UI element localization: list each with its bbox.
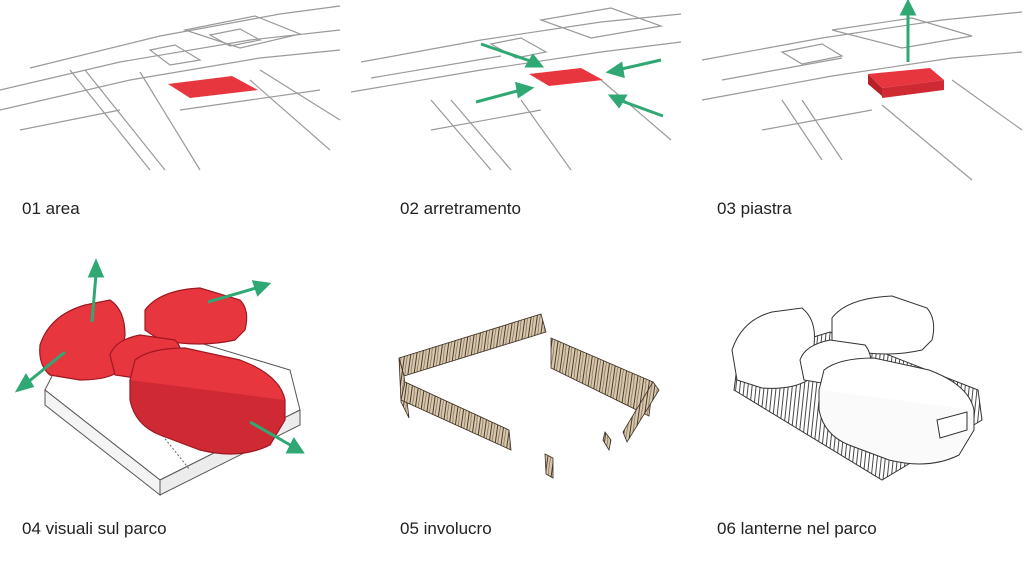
caption-visuali: 04 visuali sul parco [22,519,167,538]
slab-red [868,68,944,98]
site-area-red [168,76,258,98]
volumes-views [14,258,305,497]
caption-area: 01 area [22,199,80,218]
building-outline [731,295,983,481]
caption-piastra: 03 piastra [717,199,792,218]
site-setback-red [529,68,603,86]
red-volumes [39,287,286,455]
panel-involucro: 05 involucro [341,240,682,576]
arrows-views [14,258,305,454]
arrows-setback [475,42,664,118]
wall-segments [398,313,660,479]
panel-visuali: 04 visuali sul parco [0,240,341,576]
envelope-walls [398,313,660,479]
site-plan-area [0,5,341,171]
caption-arretramento: 02 arretramento [400,199,521,218]
caption-involucro: 05 involucro [400,519,492,538]
site-plan-setback [350,7,682,171]
arrow-up-slab [899,0,917,62]
caption-lanterne: 06 lanterne nel parco [717,519,877,538]
panel-lanterne: 06 lanterne nel parco [682,240,1024,576]
panel-area: 01 area [0,0,341,240]
panel-piastra: 03 piastra [682,0,1024,240]
panel-arretramento: 02 arretramento [341,0,682,240]
site-plan-slab [701,0,1023,181]
lanterns-outline [731,295,983,481]
